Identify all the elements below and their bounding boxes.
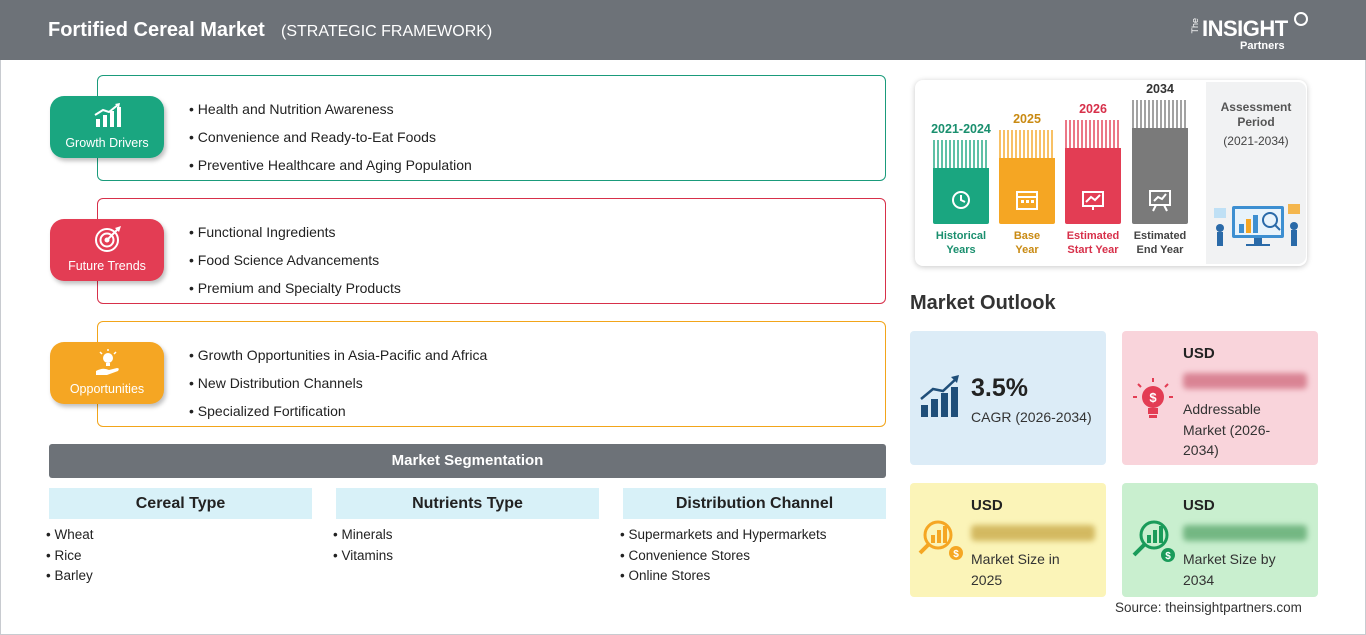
insight-partners-logo[interactable]: The INSIGHT Partners [1190,10,1310,54]
currency-label: USD [1183,497,1215,514]
timeline-label: Base [1013,230,1041,242]
magnifier-coins-icon: $ [1132,520,1175,562]
segmentation-title: Market Segmentation [49,444,886,478]
addressable-market-card: USD $ Addressable Market (2026-2034) [1122,331,1318,465]
list-item: Convenience and Ready-to-Eat Foods [189,123,472,151]
market-outlook-title: Market Outlook [910,292,1056,314]
list-item: Specialized Fortification [189,397,487,425]
list-item: Health and Nutrition Awareness [189,95,472,123]
currency-label: USD [1183,345,1215,362]
future-trends-list: Functional Ingredients Food Science Adva… [189,218,401,302]
cagr-card: 3.5% CAGR (2026-2034) [910,331,1106,465]
svg-text:$: $ [1165,551,1171,562]
cagr-label: CAGR (2026-2034) [971,409,1092,425]
list-item: Premium and Specialty Products [189,274,401,302]
timeline-bar [933,140,989,224]
growth-chart-icon [94,103,121,127]
timeline-bar [1132,100,1188,224]
list-item: Vitamins [333,546,599,567]
growth-drivers-box: Health and Nutrition Awareness Convenien… [97,75,886,181]
market-size-2034-value-blurred [1183,525,1307,541]
future-trends-box: Functional Ingredients Food Science Adva… [97,198,886,304]
list-item: Online Stores [620,566,886,587]
timeline-year: 2026 [1079,102,1107,116]
segment-nutrients-type: Nutrients Type Minerals Vitamins [336,488,599,566]
history-icon [952,191,970,209]
segment-header: Distribution Channel [623,488,886,519]
svg-text:$: $ [1149,390,1157,405]
lightbulb-hand-icon [96,349,119,375]
assessment-period-range: (2021-2034) [1223,134,1289,148]
timeline-bar [1065,120,1121,224]
growth-drivers-label: Growth Drivers [65,136,149,150]
forecast-icon [1082,191,1104,210]
growth-drivers-list: Health and Nutrition Awareness Convenien… [189,95,472,179]
market-size-2025-label: Market Size in 2025 [971,551,1060,588]
timeline-bar-stripes [933,140,989,168]
opportunities-list: Growth Opportunities in Asia-Pacific and… [189,341,487,425]
list-item: Functional Ingredients [189,218,401,246]
logo-insight-text: INSIGHT [1202,16,1288,41]
segment-distribution-channel: Distribution Channel Supermarkets and Hy… [623,488,886,587]
opportunities-box: Growth Opportunities in Asia-Pacific and… [97,321,886,427]
addressable-label: Addressable Market (2026-2034) [1183,401,1271,458]
timeline-bar [999,130,1055,224]
segment-header: Cereal Type [49,488,312,519]
header-bar: Fortified Cereal Market (STRATEGIC FRAME… [0,0,1366,60]
timeline-label: Historical [935,230,987,242]
future-trends-badge: Future Trends [50,219,164,281]
timeline-bar-stripes [1132,100,1188,128]
timeline-sublabel: Year [1015,244,1039,256]
segment-cereal-type: Cereal Type Wheat Rice Barley [49,488,312,587]
assessment-period-label: Assessment Period [1220,100,1292,129]
market-size-2034-card: USD $ Market Size by 2034 [1122,483,1318,597]
timeline-bar-stripes [999,130,1055,158]
market-size-2025-card: USD $ Market Size in 2025 [910,483,1106,597]
assessment-period-panel: Assessment Period (2021-2034) [1206,82,1306,264]
list-item: Growth Opportunities in Asia-Pacific and… [189,341,487,369]
timeline-bar-stripes [1065,120,1121,148]
growth-chart-icon [920,375,959,417]
list-item: Rice [46,546,312,567]
opportunities-label: Opportunities [69,382,145,396]
page-title: Fortified Cereal Market [48,19,265,41]
list-item: Food Science Advancements [189,246,401,274]
logo-the-text: The [1190,18,1200,34]
market-size-2034-label: Market Size by 2034 [1183,551,1276,588]
cagr-value: 3.5% [971,374,1028,402]
idea-dollar-icon: $ [1133,378,1173,418]
list-item: Convenience Stores [620,546,886,567]
timeline-sublabel: Years [946,244,976,256]
timeline-sublabel: End Year [1136,244,1184,256]
timeline-sublabel: Start Year [1067,244,1119,256]
growth-drivers-badge: Growth Drivers [50,96,164,158]
list-item: Preventive Healthcare and Aging Populati… [189,151,472,179]
source-credit: Source: theinsightpartners.com [1115,600,1302,615]
svg-text:$: $ [953,549,959,560]
list-item: Supermarkets and Hypermarkets [620,525,886,546]
timeline-label: Estimated [1066,230,1120,242]
future-trends-label: Future Trends [68,259,146,273]
timeline-label: Estimated [1133,230,1187,242]
currency-label: USD [971,497,1003,514]
magnifier-coins-icon: $ [918,520,963,560]
timeline-year: 2025 [1013,112,1041,126]
list-item: Wheat [46,525,312,546]
timeline-year: 2034 [1146,82,1174,96]
addressable-value-blurred [1183,373,1307,389]
list-item: Minerals [333,525,599,546]
segment-header: Nutrients Type [336,488,599,519]
presentation-icon [1149,190,1171,212]
page-subtitle: (STRATEGIC FRAMEWORK) [281,23,493,40]
logo-partners-text: Partners [1240,40,1285,52]
timeline-year: 2021-2024 [931,122,991,136]
list-item: Barley [46,566,312,587]
target-icon [95,226,121,252]
analyst-illustration-icon [1214,204,1300,246]
market-size-2025-value-blurred [971,525,1095,541]
opportunities-badge: Opportunities [50,342,164,404]
calendar-icon [1016,191,1038,210]
logo-ring-icon [1294,12,1308,26]
list-item: New Distribution Channels [189,369,487,397]
